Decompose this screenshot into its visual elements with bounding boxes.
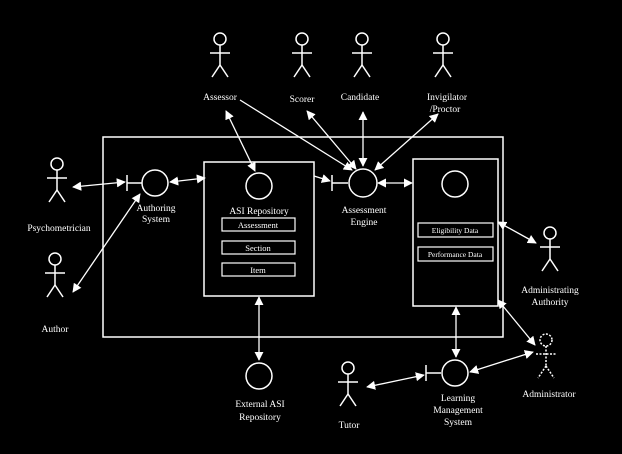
item-item-box [221, 262, 296, 277]
section-item-label: Section [245, 243, 271, 253]
data-store-node [441, 170, 469, 198]
eligibility-data-label: Eligibility Data [432, 226, 479, 235]
assessor-repository-arrow [225, 110, 256, 172]
scorer-engine-arrow [306, 110, 357, 170]
assessor-engine-arrow [239, 99, 353, 171]
asi-repository-box [203, 161, 315, 297]
datastore-administrator-arrow [497, 299, 536, 346]
author-authoring-arrow [72, 193, 141, 293]
external-asi-repository-label-2: Repository [239, 413, 281, 423]
assessor-label: Assessor [203, 93, 238, 103]
external-asi-repository-label-1: External ASI [235, 400, 284, 410]
lms-administrator-arrow [469, 350, 534, 374]
eligibility-data-box [417, 222, 494, 238]
administrating-authority-label-1: Administrating [521, 286, 579, 296]
assessment-engine-label-1: Assessment [342, 206, 387, 216]
administrator-actor-icon [535, 333, 557, 379]
tutor-actor-icon [337, 361, 359, 407]
invigilator-label-1: Invigilator [427, 93, 468, 103]
administrating-authority-actor-icon [539, 226, 561, 272]
invigilator-actor-icon [432, 32, 454, 78]
invigilator-label-2: /Proctor [430, 105, 461, 115]
authoring-system-node [141, 169, 169, 197]
authoring-system-label-2: System [142, 215, 171, 225]
datastore-authority-arrow [497, 221, 537, 244]
psychometrician-label: Psychometrician [27, 224, 91, 234]
authoring-system-label-1: Authoring [136, 204, 175, 214]
item-item-label: Item [250, 265, 266, 275]
candidate-label: Candidate [341, 93, 380, 103]
performance-data-label: Performance Data [428, 250, 483, 259]
scorer-actor-icon [291, 32, 313, 78]
lms-label-2: Management [433, 406, 483, 416]
author-label: Author [42, 325, 70, 335]
authoring-repository-arrow [169, 174, 206, 186]
assessment-item-label: Assessment [238, 220, 279, 230]
asi-repository-label: ASI Repository [229, 207, 289, 217]
section-item-box [221, 240, 296, 255]
external-asi-repository-node [245, 362, 273, 390]
lms-label-1: Learning [441, 394, 476, 404]
psychometrician-actor-icon [46, 157, 68, 203]
administrator-label: Administrator [522, 390, 576, 400]
administrating-authority-label-2: Authority [532, 298, 569, 308]
repository-engine-arrow [313, 174, 331, 183]
tutor-lms-arrow [366, 372, 425, 390]
candidate-actor-icon [351, 32, 373, 78]
tutor-label: Tutor [339, 421, 361, 431]
assessment-item-box [221, 217, 296, 232]
psychometrician-authoring-arrow [72, 178, 126, 191]
lms-label-3: System [444, 418, 473, 428]
assessor-actor-icon [209, 32, 231, 78]
assessment-engine-label-2: Engine [351, 218, 378, 228]
author-actor-icon [44, 252, 66, 298]
lms-node [441, 359, 469, 387]
invigilator-engine-arrow [374, 113, 439, 171]
asi-repository-node [245, 172, 273, 200]
performance-data-box [417, 246, 494, 262]
assessment-engine-node [348, 168, 378, 198]
scorer-label: Scorer [290, 95, 316, 105]
